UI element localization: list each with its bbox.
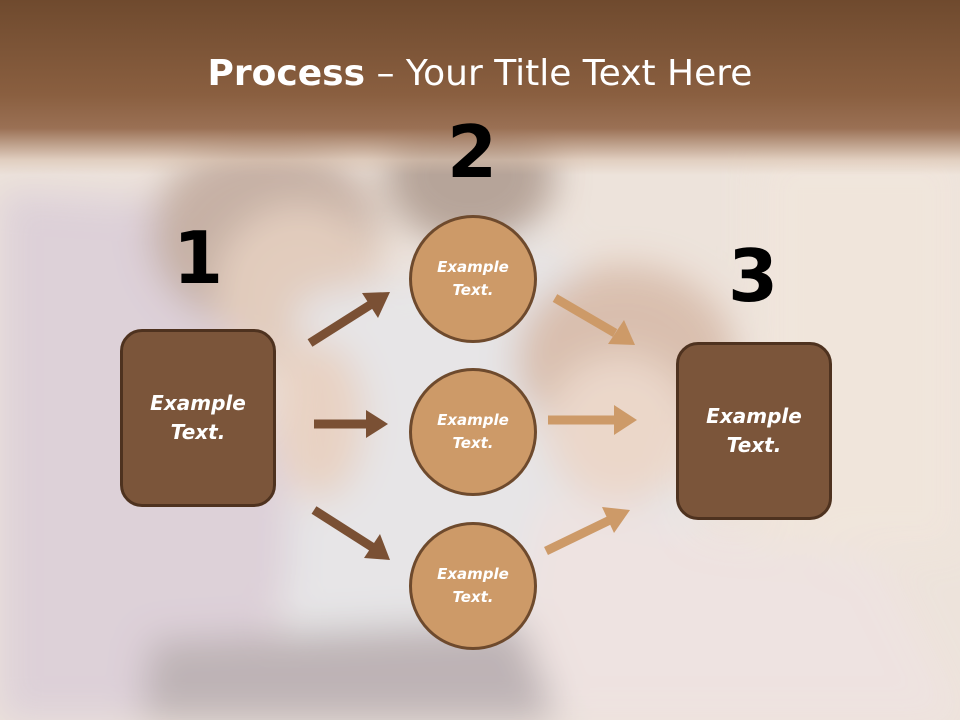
left-text-box[interactable]: Example Text. <box>120 329 276 507</box>
circle-top[interactable]: Example Text. <box>409 215 537 343</box>
step-number-3: 3 <box>727 234 779 318</box>
arrow-left-up <box>307 292 390 347</box>
left-box-line2: Text. <box>170 420 226 444</box>
arrow-right-middle <box>548 405 637 435</box>
circle-bottom-line2: Text. <box>452 588 494 606</box>
step-number-1: 1 <box>172 216 224 300</box>
circle-top-line1: Example <box>437 258 509 276</box>
title-bold: Process <box>207 53 366 94</box>
arrow-left-down <box>311 506 390 560</box>
left-box-line1: Example <box>150 391 246 415</box>
right-text-box[interactable]: Example Text. <box>676 342 832 520</box>
step-number-2: 2 <box>446 110 498 194</box>
circle-bottom-line1: Example <box>437 565 509 583</box>
circle-middle-line2: Text. <box>452 434 494 452</box>
circle-bottom[interactable]: Example Text. <box>409 522 537 650</box>
circle-middle[interactable]: Example Text. <box>409 368 537 496</box>
slide-title[interactable]: Process – Your Title Text Here <box>0 52 960 96</box>
title-band <box>0 0 960 175</box>
right-box-line2: Text. <box>726 433 782 457</box>
title-rest: – Your Title Text Here <box>365 53 753 94</box>
circle-top-line2: Text. <box>452 281 494 299</box>
right-box-line1: Example <box>706 404 802 428</box>
arrow-right-down <box>552 294 635 345</box>
arrow-left-middle <box>314 410 388 438</box>
circle-middle-line1: Example <box>437 411 509 429</box>
arrow-right-up <box>544 507 630 556</box>
